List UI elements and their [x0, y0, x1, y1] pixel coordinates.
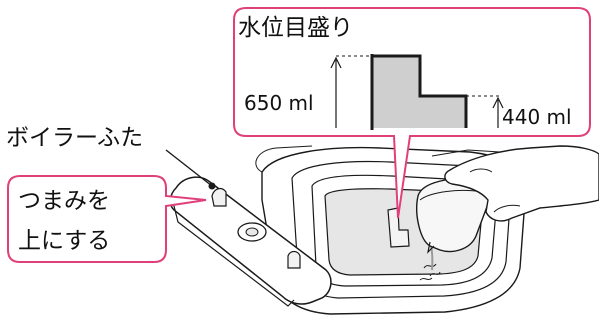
high-mark-label: 650 ml [244, 91, 314, 115]
instruction-callout: つまみを 上にする [7, 175, 207, 263]
instruction-line-2: 上にする [18, 228, 110, 254]
pitcher-and-hand [416, 145, 599, 254]
water-level-title: 水位目盛り [238, 15, 353, 41]
lid-knob [211, 187, 227, 207]
boiler-lid-label: ボイラーふた [6, 125, 143, 151]
low-mark-arrow [492, 96, 504, 128]
boiler-lid-leader [165, 149, 213, 187]
water-level-callout: 水位目盛り 650 ml 440 ml [233, 7, 591, 219]
instruction-line-1: つまみを [18, 188, 110, 214]
high-mark-arrow [330, 56, 342, 128]
low-mark-label: 440 ml [502, 105, 572, 129]
boiler-lid [169, 176, 332, 307]
